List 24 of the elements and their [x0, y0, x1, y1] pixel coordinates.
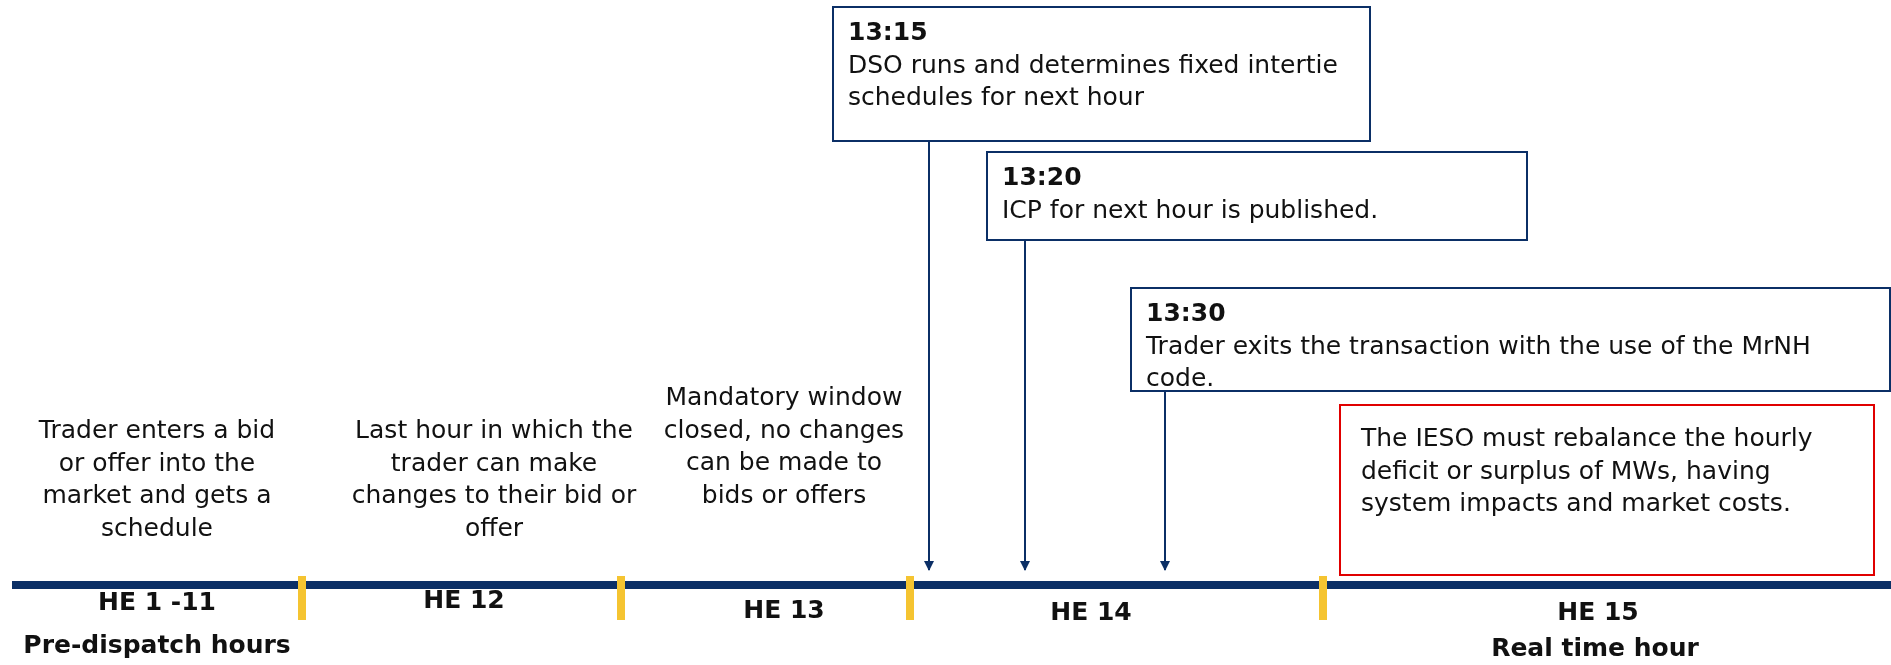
- callout-text: ICP for next hour is published.: [1002, 193, 1380, 226]
- hour-label: HE 14: [1050, 596, 1132, 628]
- callout-text: The IESO must rebalance the hourly deficit or surplus of MWs, having system impacts and market costs.: [1361, 422, 1814, 519]
- hour-label: HE 1 -11: [98, 586, 216, 618]
- callout-text: DSO runs and determines fixed intertie schedules for next hour: [848, 48, 1339, 113]
- callout-box: [832, 6, 1371, 142]
- hour-label: HE 13: [743, 594, 825, 626]
- hour-label: HE 15: [1557, 596, 1639, 628]
- time-label: 13:15: [848, 16, 929, 48]
- time-label: 13:30: [1146, 297, 1227, 329]
- callout-text: Trader exits the transaction with the use of the MrNH code.: [1146, 329, 1812, 394]
- callout-box: [1339, 404, 1875, 576]
- arrow: [1160, 391, 1170, 571]
- event-description: Mandatory window closed, no changes can be made to bids or offers: [662, 381, 906, 511]
- hour-label: HE 12: [423, 584, 505, 616]
- arrow: [1020, 240, 1030, 571]
- arrow: [924, 141, 934, 571]
- period-label: Real time hour: [1491, 632, 1699, 664]
- event-description: Trader enters a bid or offer into the market and gets a schedule: [37, 414, 277, 544]
- time-label: 13:20: [1002, 161, 1083, 193]
- event-description: Last hour in which the trader can make changes to their bid or offer: [350, 414, 638, 544]
- period-label: Pre-dispatch hours: [23, 629, 291, 661]
- callout-box: [1130, 287, 1891, 392]
- callout-box: [986, 151, 1528, 241]
